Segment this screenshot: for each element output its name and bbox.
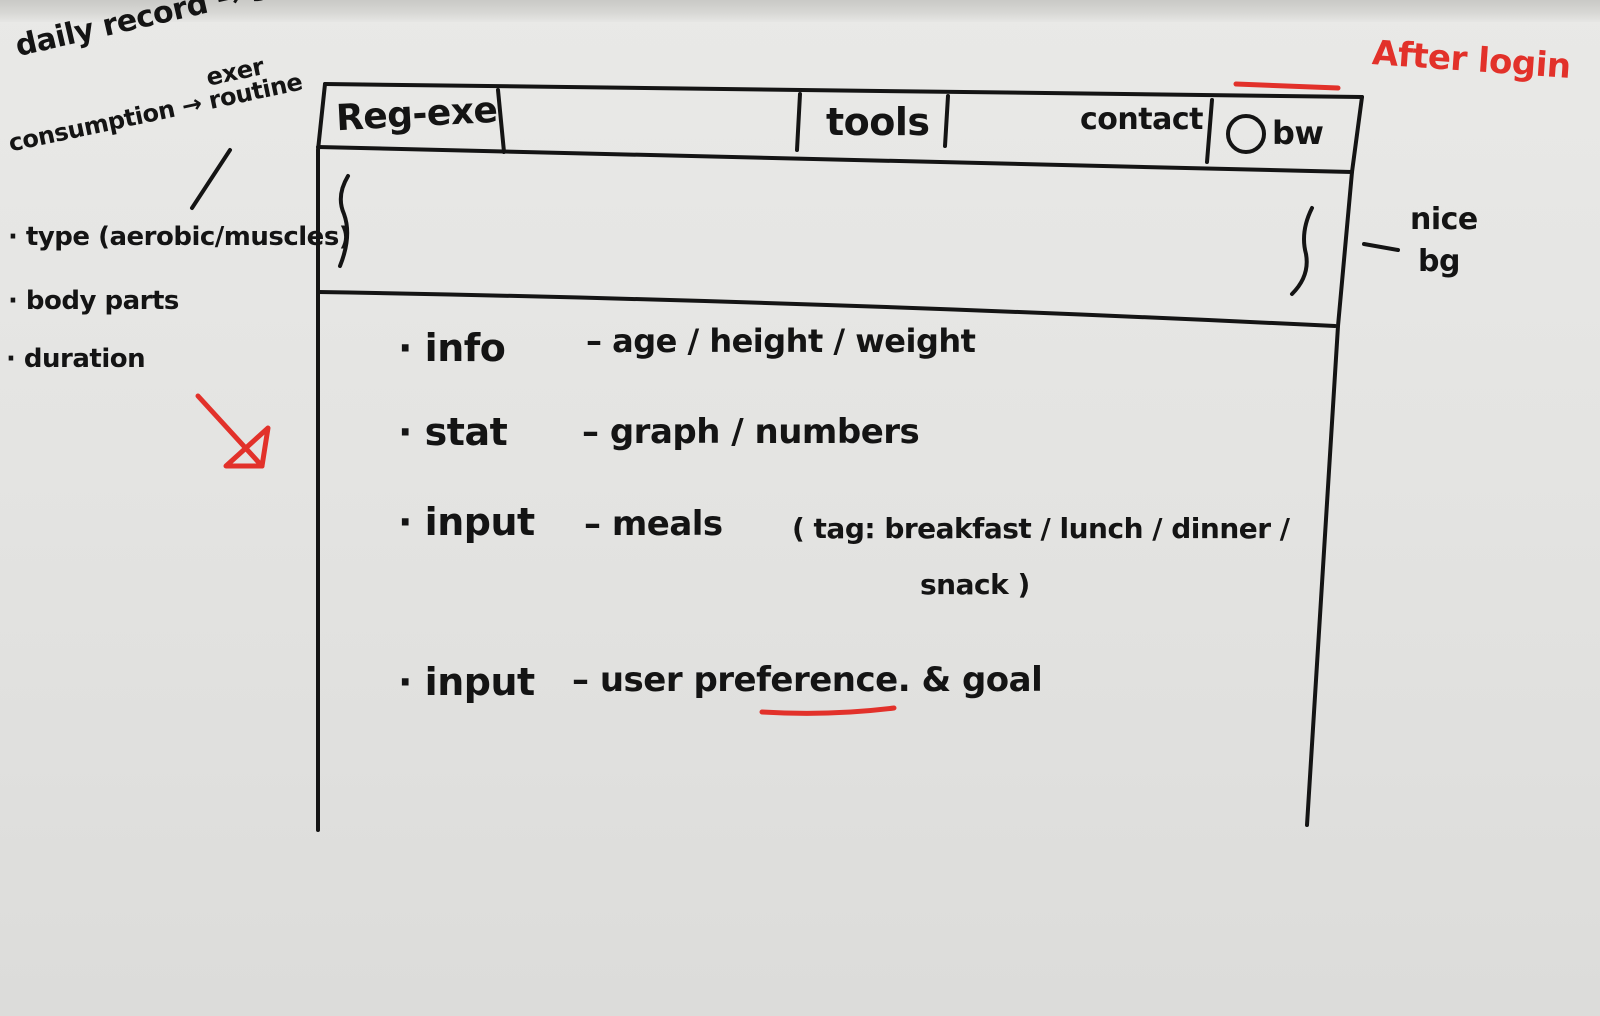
content-row-stat: · stat (398, 410, 508, 454)
user-avatar-icon (1226, 114, 1266, 154)
nav-tools[interactable]: tools (826, 100, 930, 144)
nav-contact[interactable]: contact (1080, 102, 1203, 137)
frame-left-line (316, 82, 327, 832)
content-row-preference: · input (398, 660, 535, 704)
frame-top-line (323, 82, 1364, 99)
content-row-meals-tags: ( tag: breakfast / lunch / dinner / (792, 512, 1290, 545)
annotation-duration: · duration (6, 344, 146, 374)
annotation-body-parts: · body parts (8, 286, 179, 316)
content-row-meals: · input (398, 500, 535, 544)
nice-bg-pointer (1362, 242, 1400, 252)
nav-divider-3 (943, 94, 950, 148)
hero-bracket-left (338, 174, 350, 268)
annotation-nice: nice (1410, 202, 1478, 237)
whiteboard-top-rail (0, 0, 1600, 22)
content-row-meals-detail: – meals (584, 504, 723, 544)
hero-bracket-right (1290, 206, 1314, 296)
hero-bottom-line (316, 290, 1337, 328)
annotation-bg: bg (1418, 244, 1460, 279)
content-row-meals-tags-cont: snack ) (920, 568, 1030, 601)
red-underline-top (1233, 81, 1341, 91)
annotation-type: · type (aerobic/muscles) (8, 222, 351, 252)
content-row-info-detail: – age / height / weight (586, 322, 976, 360)
nav-brand[interactable]: Reg-exe (335, 89, 499, 140)
content-row-preference-detail: – user preference. & goal (572, 660, 1043, 700)
nav-user[interactable]: bw (1272, 114, 1324, 152)
red-underline-preference (759, 705, 897, 716)
red-arrow-head-icon (223, 425, 271, 469)
navbar-bottom-line (316, 145, 1354, 174)
content-row-stat-detail: – graph / numbers (582, 412, 920, 452)
frame-right-line (1305, 95, 1364, 827)
red-arrow-shaft (195, 393, 265, 469)
annotation-pointer (190, 148, 232, 210)
nav-divider-1 (496, 88, 506, 154)
nav-divider-4 (1205, 98, 1214, 164)
nav-divider-2 (795, 92, 802, 152)
content-row-info: · info (398, 326, 506, 370)
